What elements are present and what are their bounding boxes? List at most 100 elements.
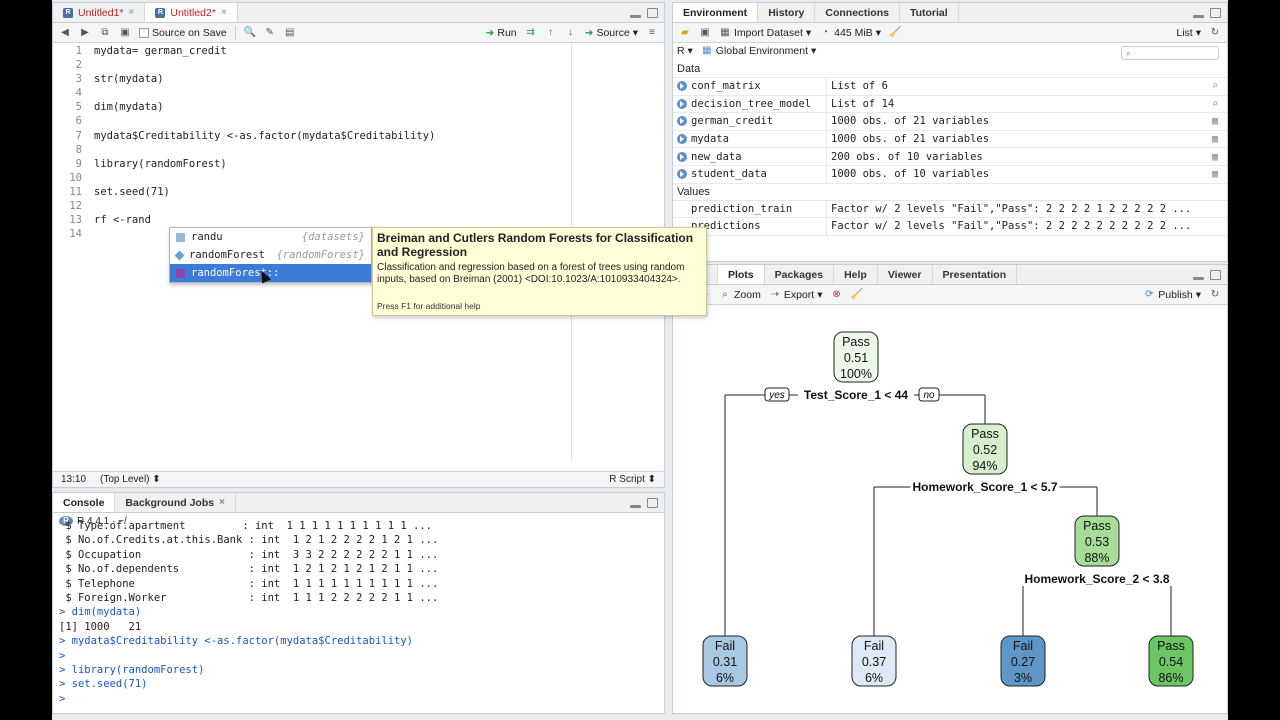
tab-history[interactable]: History	[758, 3, 816, 22]
code-line[interactable]: library(randomForest)	[94, 157, 227, 170]
tab-packages[interactable]: Packages	[765, 265, 835, 284]
minimize-icon[interactable]	[630, 505, 641, 508]
code-line[interactable]: dim(mydata)	[94, 101, 164, 114]
forward-arrow-icon[interactable]: ▶	[81, 26, 89, 38]
zoom-button[interactable]: ⌕Zoom	[719, 289, 761, 301]
tab-background-jobs[interactable]: Background Jobs×	[115, 493, 236, 512]
code-line[interactable]: str(mydata)	[94, 73, 164, 86]
env-name-cell: mydata	[673, 130, 827, 148]
console-line: > set.seed(71)	[59, 678, 148, 691]
source-button[interactable]: ➜Source▾	[584, 26, 638, 39]
memory-usage[interactable]: ◔445 MiB▾	[819, 27, 881, 39]
tab-plots[interactable]: Plots	[717, 265, 765, 284]
expand-icon[interactable]	[677, 81, 687, 92]
save-icon[interactable]: ▣	[700, 26, 710, 38]
grid-view-icon[interactable]: ▦	[1211, 133, 1219, 146]
console-path: R 4.4.1 · ~/	[77, 515, 127, 527]
search-icon[interactable]: ⌕	[1211, 97, 1219, 110]
code-line[interactable]	[94, 143, 664, 157]
search-icon[interactable]: ⌕	[1211, 80, 1219, 93]
maximize-icon[interactable]	[647, 8, 658, 18]
close-icon[interactable]: ×	[219, 497, 225, 508]
search-icon[interactable]: 🔍	[243, 26, 257, 38]
code-line[interactable]: rf <-rand	[94, 214, 151, 227]
expand-icon[interactable]	[677, 151, 687, 162]
remove-plot-icon[interactable]: ⊗	[832, 288, 841, 300]
tab-presentation[interactable]: Presentation	[933, 265, 1018, 284]
close-icon[interactable]: ×	[128, 7, 135, 18]
refresh-icon[interactable]: ↻	[1210, 288, 1220, 300]
grid-view-icon[interactable]: ▦	[1211, 150, 1219, 163]
expand-icon[interactable]	[677, 134, 687, 145]
tab-environment[interactable]: Environment	[673, 3, 759, 22]
expand-icon[interactable]	[677, 116, 687, 127]
autocomplete-item-name: randomForest::	[191, 267, 280, 279]
scope-selector[interactable]: (Top Level) ⬍	[100, 474, 161, 485]
broom-icon[interactable]: 🧹	[850, 288, 863, 300]
env-name: mydata	[691, 133, 729, 146]
broom-icon[interactable]: 🧹	[888, 26, 902, 38]
go-down-icon[interactable]: ↓	[568, 26, 574, 38]
minimize-icon[interactable]	[1193, 277, 1204, 280]
code-line[interactable]	[94, 171, 664, 185]
console-output[interactable]: $ Type.of.apartment : int 1 1 1 1 1 1 1 …	[59, 519, 664, 713]
code-editor[interactable]: mydata= german_credit str(mydata) dim(myda…	[94, 44, 664, 461]
go-up-icon[interactable]: ↑	[548, 26, 554, 38]
minimize-icon[interactable]	[630, 15, 641, 18]
magic-wand-icon[interactable]: ✎	[265, 26, 274, 38]
maximize-icon[interactable]	[1210, 8, 1221, 18]
open-folder-icon[interactable]: ▰	[681, 26, 689, 38]
save-icon[interactable]: ▣	[120, 26, 130, 38]
tab-tutorial[interactable]: Tutorial	[900, 3, 959, 22]
code-line[interactable]: mydata= german_credit	[94, 45, 227, 57]
import-dataset-button[interactable]: ▦Import Dataset▾	[720, 26, 812, 39]
code-line[interactable]: mydata$Creditability <-as.factor(mydata$…	[94, 129, 436, 142]
autocomplete-item[interactable]: randomForest::	[170, 264, 371, 282]
code-line[interactable]	[94, 58, 664, 72]
expand-icon[interactable]	[677, 169, 687, 180]
tab-console[interactable]: Console	[53, 493, 116, 512]
autocomplete-item[interactable]: randu{datasets}	[170, 228, 371, 246]
grid-view-icon[interactable]: ▦	[1211, 115, 1219, 128]
tab-connections[interactable]: Connections	[815, 3, 900, 22]
source-on-save-checkbox[interactable]: Source on Save	[139, 27, 227, 39]
language-selector[interactable]: R ▾	[677, 45, 693, 57]
grid-view-icon[interactable]: ▦	[1211, 168, 1219, 181]
autocomplete-item[interactable]: randomForest{randomForest}	[170, 246, 371, 264]
close-icon[interactable]: ×	[220, 7, 227, 18]
refresh-icon[interactable]: ↻	[1210, 26, 1220, 38]
outline-icon[interactable]: ≡	[649, 26, 655, 38]
show-in-window-icon[interactable]: ⧉	[101, 26, 109, 38]
maximize-icon[interactable]	[1210, 270, 1221, 280]
export-button[interactable]: ⇢Export▾	[770, 288, 823, 301]
environment-selector[interactable]: ▦Global Environment ▾	[702, 45, 817, 57]
maximize-icon[interactable]	[647, 498, 658, 508]
back-arrow-icon[interactable]: ◀	[61, 26, 69, 38]
compile-report-icon[interactable]: ▤	[284, 26, 295, 38]
rerun-icon[interactable]: ⇉	[526, 26, 535, 38]
run-button[interactable]: ➜Run	[485, 26, 517, 39]
code-line[interactable]: set.seed(71)	[94, 185, 170, 198]
minimize-icon[interactable]	[1193, 15, 1204, 18]
code-line[interactable]	[94, 199, 664, 213]
node-percent: 94%	[972, 459, 997, 473]
tab-viewer[interactable]: Viewer	[878, 265, 933, 284]
environment-search-input[interactable]: ⌕	[1121, 46, 1219, 60]
publish-button[interactable]: ⟳Publish▾	[1145, 288, 1201, 301]
code-line[interactable]	[94, 86, 664, 100]
expand-icon[interactable]	[677, 98, 687, 109]
tab-help[interactable]: Help	[834, 265, 878, 284]
filetype-selector[interactable]: R Script ⬍	[609, 474, 656, 485]
code-line[interactable]	[94, 114, 664, 128]
view-mode-selector[interactable]: List▾	[1176, 26, 1201, 39]
